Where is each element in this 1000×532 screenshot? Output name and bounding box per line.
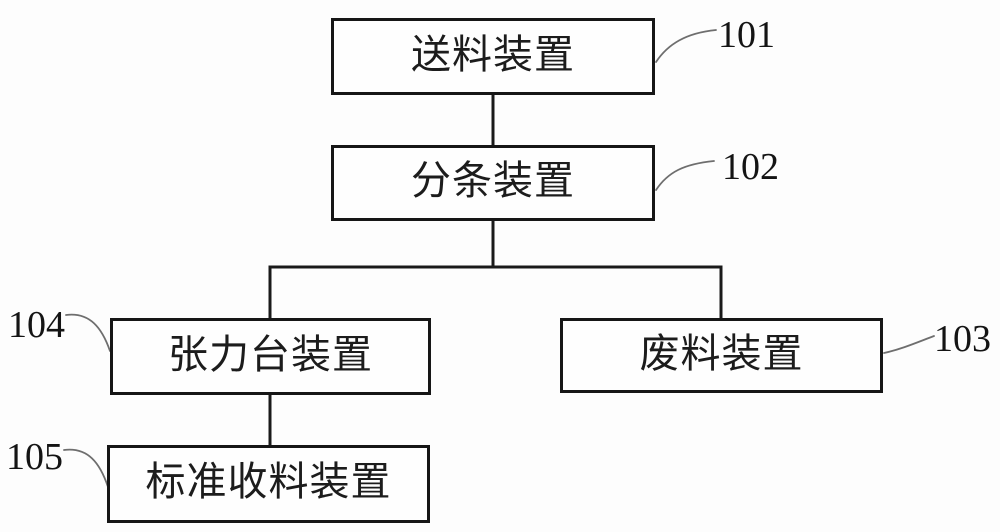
node-feeding-device-label: 送料装置 xyxy=(411,31,575,77)
leader-line-105 xyxy=(63,448,109,488)
node-slitting-device-label: 分条装置 xyxy=(411,158,575,203)
node-standard-receiving-device: 标准收料装置 xyxy=(107,445,430,523)
node-waste-device-label: 废料装置 xyxy=(639,330,804,376)
ref-label-102: 102 xyxy=(722,146,779,188)
node-standard-receiving-device-label: 标准收料装置 xyxy=(145,459,392,504)
leader-line-102 xyxy=(655,160,715,191)
ref-label-103: 103 xyxy=(934,318,991,360)
leader-line-101 xyxy=(655,29,717,63)
node-tension-table-device: 张力台装置 xyxy=(110,318,431,395)
ref-label-105: 105 xyxy=(6,436,63,478)
leader-line-103 xyxy=(883,335,935,354)
node-slitting-device: 分条装置 xyxy=(331,145,655,221)
ref-label-101: 101 xyxy=(718,14,775,56)
node-tension-table-device-label: 张力台装置 xyxy=(168,331,373,377)
ref-label-104: 104 xyxy=(8,304,65,346)
node-feeding-device: 送料装置 xyxy=(331,18,655,95)
leader-line-104 xyxy=(65,313,111,352)
connector-branch-to-tension-and-waste xyxy=(268,265,723,318)
node-waste-device: 废料装置 xyxy=(560,318,883,393)
